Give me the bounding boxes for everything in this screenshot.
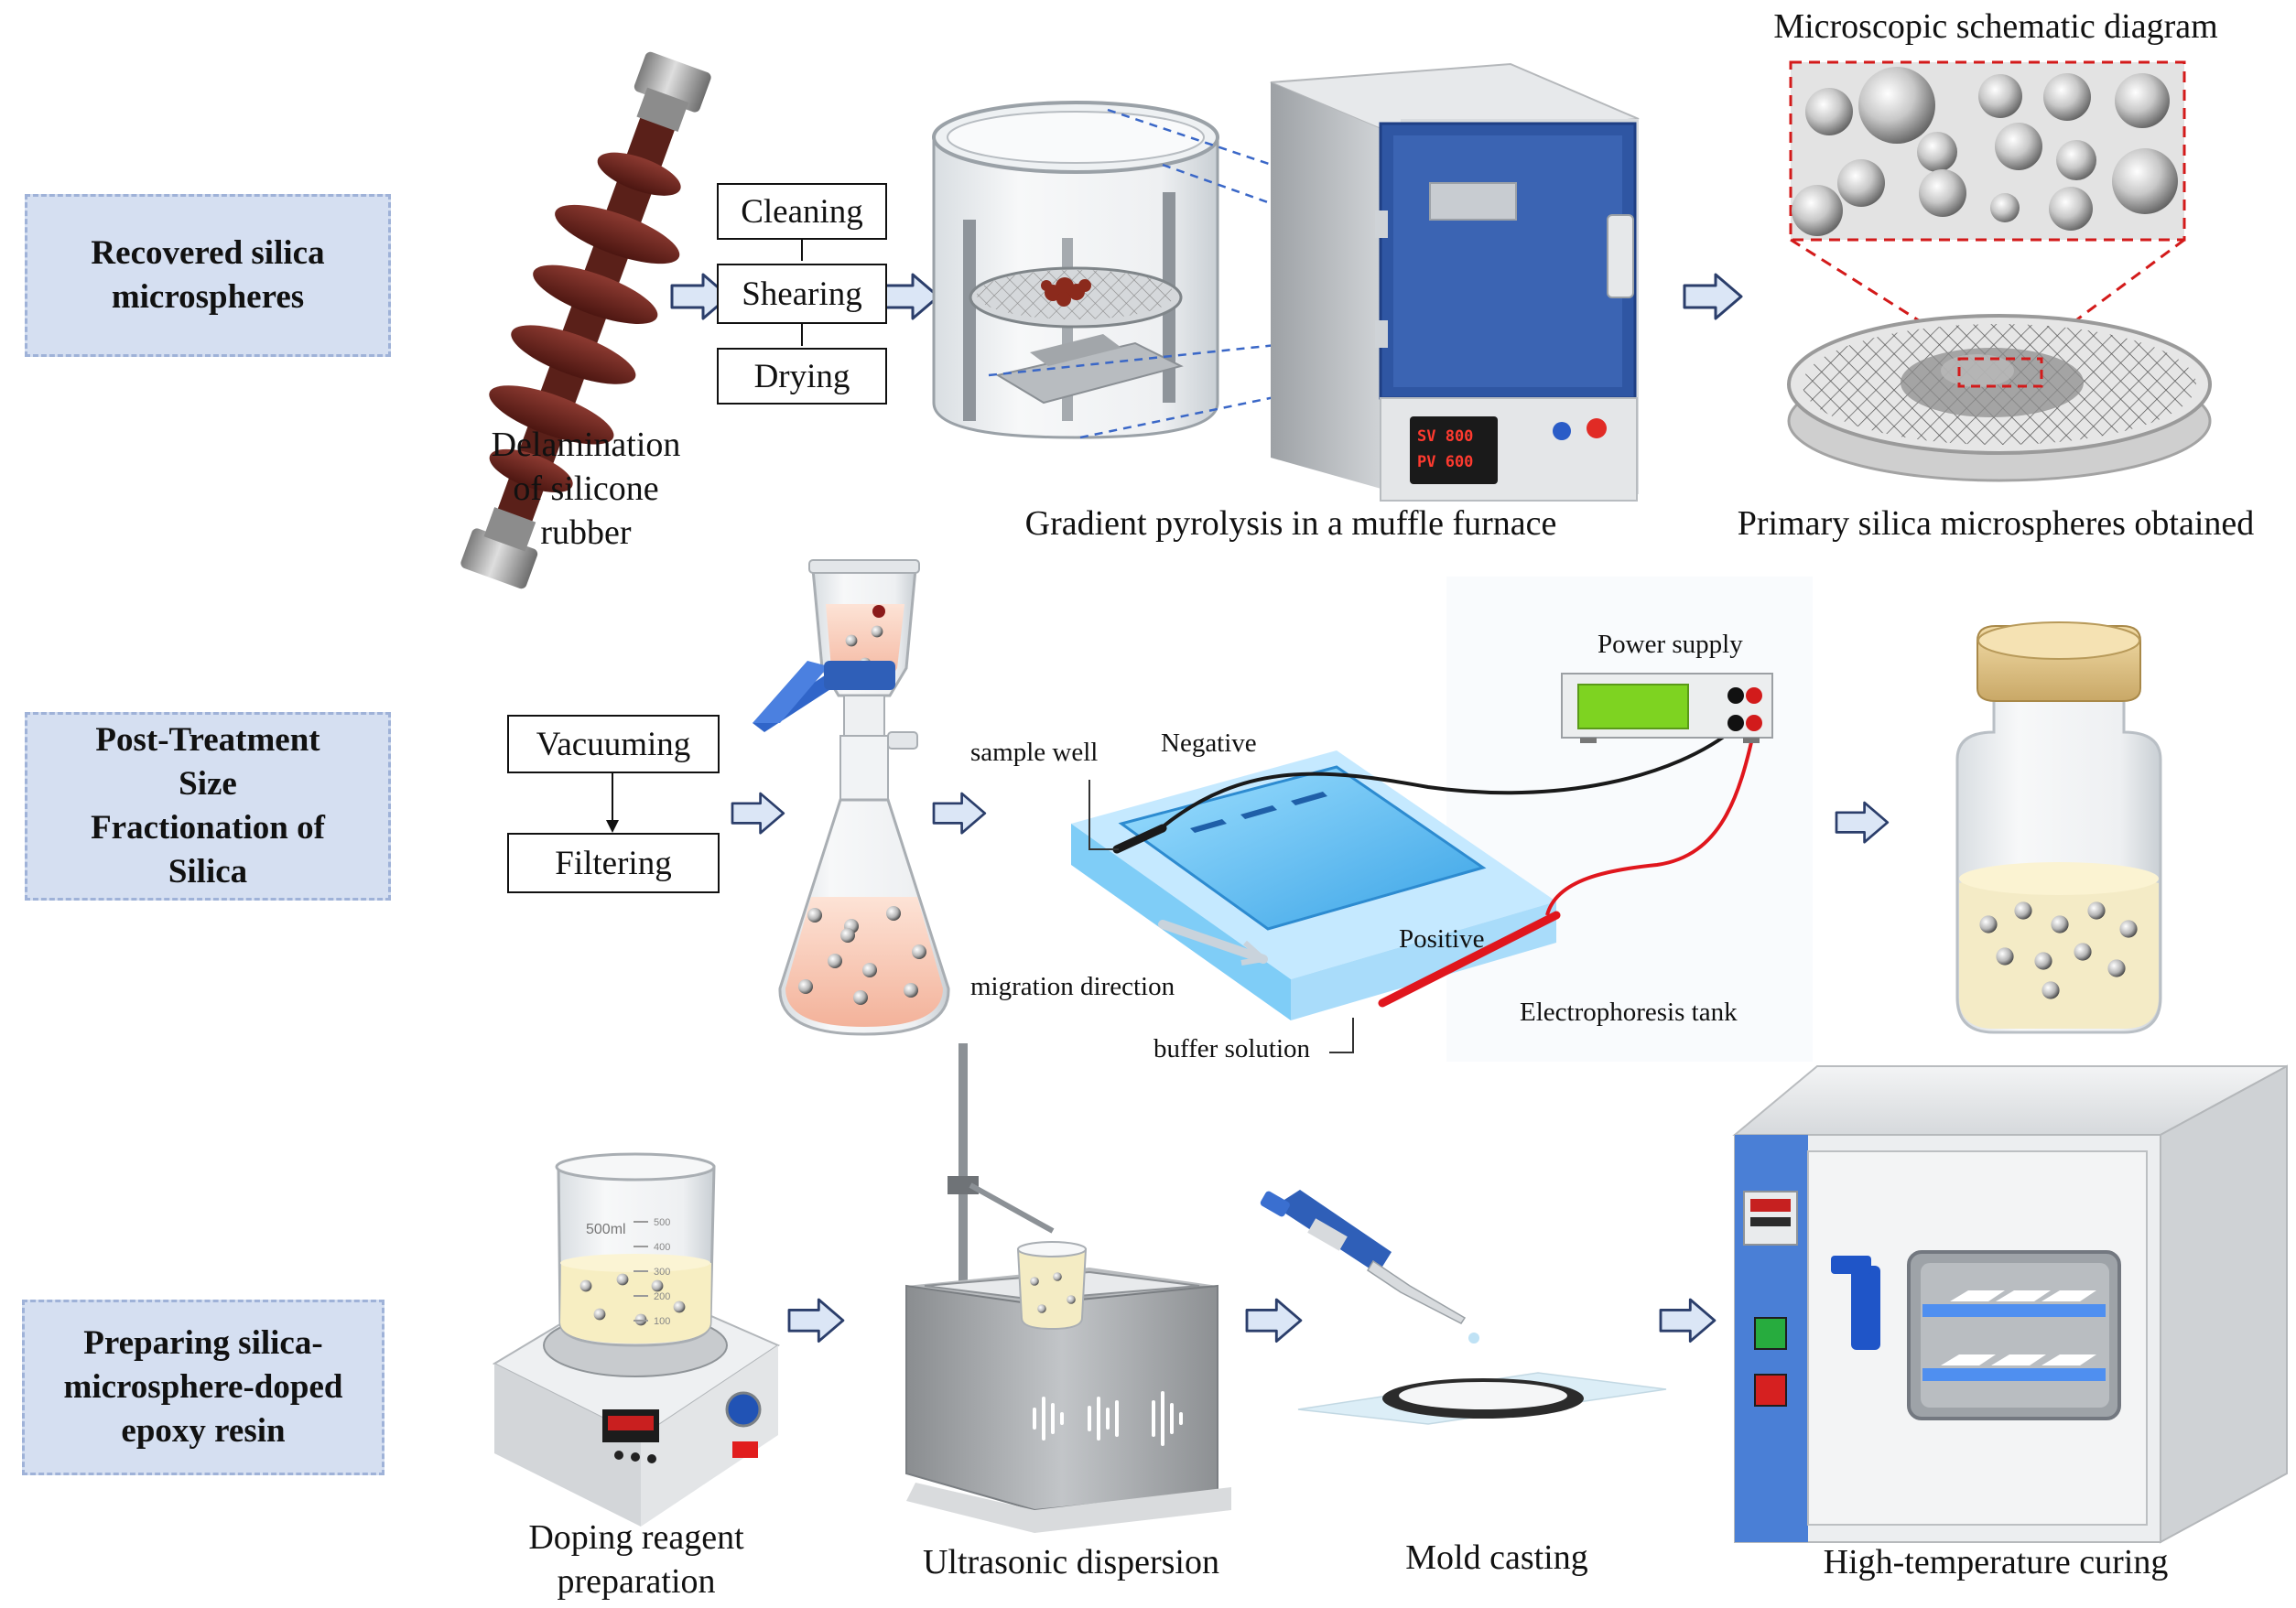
- label-migration-direction: migration direction: [970, 972, 1175, 1001]
- beaker-icon: 500ml 500 400 300 200 100: [555, 1152, 716, 1347]
- stage-label-line: microspheres: [111, 278, 305, 316]
- label-sample-well: sample well: [970, 738, 1099, 767]
- beaker-tick-label: 500: [654, 1217, 670, 1228]
- vacuum-filter-icon: [753, 559, 950, 1036]
- caption-delamination: Delamination of silicone rubber: [458, 423, 714, 555]
- flow-arrow: [787, 1298, 845, 1344]
- furnace-display-sv: SV 800: [1417, 427, 1473, 446]
- caption-line: Doping reagent: [528, 1518, 744, 1557]
- flow-arrow: [1835, 801, 1890, 844]
- label-electrophoresis-tank: Electrophoresis tank: [1520, 998, 1738, 1027]
- furnace-display-pv: PV 600: [1417, 453, 1473, 471]
- step-label: Shearing: [742, 275, 862, 313]
- flow-arrow: [1683, 273, 1743, 320]
- microscopic-schematic: [1789, 60, 2186, 388]
- stage-label-line: Size: [179, 765, 237, 803]
- step-vacuuming: Vacuuming: [507, 715, 720, 773]
- step-label: Cleaning: [741, 192, 863, 231]
- step-connector-head: [606, 820, 619, 833]
- muffle-furnace-icon: SV 800 PV 600: [1270, 62, 1640, 502]
- step-label: Vacuuming: [536, 725, 691, 763]
- stage-label-post-treatment: Post-Treatment Size Fractionation of Sil…: [25, 712, 391, 901]
- step-shearing: Shearing: [717, 264, 887, 324]
- mesh-tray-icon: [1787, 314, 2212, 482]
- beaker-tick-label: 100: [654, 1316, 670, 1327]
- crucible-icon: [932, 101, 1219, 439]
- stage-label-line: epoxy resin: [121, 1412, 286, 1450]
- sample-jar-icon: [1955, 621, 2162, 1034]
- curing-oven-icon: [1732, 1064, 2288, 1544]
- flow-arrow: [932, 792, 987, 835]
- stage-label-line: Silica: [168, 853, 248, 890]
- stage-label-line: Recovered silica: [91, 234, 325, 272]
- caption-line: rubber: [540, 513, 632, 552]
- stage-label-epoxy: Preparing silica- microsphere-doped epox…: [22, 1300, 384, 1475]
- stage-label-line: Preparing silica-: [83, 1324, 323, 1362]
- step-drying: Drying: [717, 348, 887, 405]
- label-positive: Positive: [1399, 924, 1485, 954]
- caption-line: preparation: [557, 1562, 716, 1601]
- label-power-supply: Power supply: [1597, 630, 1743, 659]
- caption-curing: High-temperature curing: [1823, 1543, 2169, 1581]
- label-buffer-solution: buffer solution: [1153, 1034, 1311, 1063]
- microscopic-title: Microscopic schematic diagram: [1773, 7, 2218, 46]
- caption-doping: Doping reagent preparation: [494, 1516, 778, 1603]
- caption-mold-casting: Mold casting: [1405, 1538, 1588, 1577]
- flow-arrow: [731, 792, 785, 835]
- mold-icon: [1297, 1372, 1667, 1425]
- label-negative: Negative: [1161, 728, 1257, 758]
- pipette-icon: [1260, 1190, 1479, 1344]
- beaker-volume-label: 500ml: [586, 1222, 626, 1237]
- insulator-icon: [460, 51, 711, 589]
- caption-primary-silica: Primary silica microspheres obtained: [1737, 504, 2255, 543]
- beaker-tick-label: 400: [654, 1242, 670, 1253]
- flow-arrow: [1245, 1298, 1303, 1344]
- electrophoresis-tank-icon: [1071, 577, 1813, 1062]
- flow-arrow: [880, 273, 940, 320]
- step-label: Filtering: [555, 844, 672, 882]
- caption-ultrasonic: Ultrasonic dispersion: [922, 1543, 1219, 1581]
- caption-line: Delamination: [491, 426, 681, 464]
- beaker-tick-label: 200: [654, 1291, 670, 1302]
- stage-label-line: Post-Treatment: [95, 721, 320, 759]
- ultrasonic-bath-icon: [905, 1043, 1231, 1533]
- beaker-tick-label: 300: [654, 1267, 670, 1278]
- caption-pyrolysis: Gradient pyrolysis in a muffle furnace: [1024, 504, 1557, 543]
- step-filtering: Filtering: [507, 833, 720, 893]
- step-cleaning: Cleaning: [717, 183, 887, 240]
- stage-label-line: Fractionation of: [91, 809, 325, 847]
- flow-arrow: [1659, 1298, 1717, 1344]
- stage-label-recovered: Recovered silica microspheres: [25, 194, 391, 357]
- step-label: Drying: [753, 357, 850, 395]
- stage-label-line: microsphere-doped: [63, 1368, 343, 1406]
- microsphere-icon: [1792, 67, 2178, 236]
- caption-line: of silicone: [513, 469, 659, 508]
